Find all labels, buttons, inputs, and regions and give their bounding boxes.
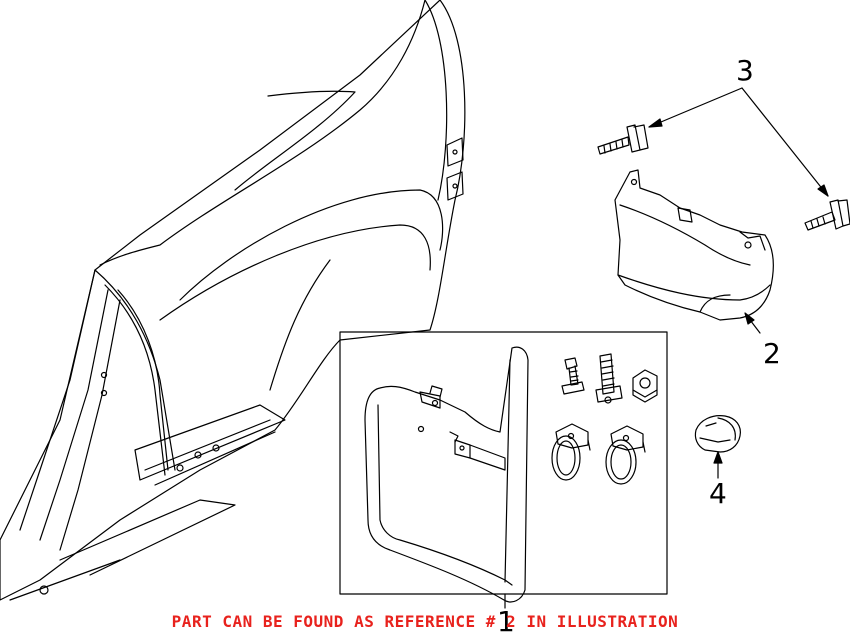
mud-flap xyxy=(364,346,529,603)
kit-nut xyxy=(632,369,658,403)
kit-screw-small xyxy=(561,357,585,395)
callout-number-4: 4 xyxy=(709,477,727,510)
kit-clamp-right xyxy=(605,425,646,485)
callout-number-1: 1 xyxy=(497,605,515,638)
reference-note: PART CAN BE FOUND AS REFERENCE # 2 IN IL… xyxy=(171,612,679,631)
callout-number-2: 2 xyxy=(763,337,781,370)
leader-arrowhead xyxy=(648,118,663,128)
quarter-panel xyxy=(0,0,466,601)
callout-number-3: 3 xyxy=(736,54,754,87)
leader-arrowhead xyxy=(817,184,829,197)
leader-arrowhead xyxy=(744,312,755,325)
retainer xyxy=(694,415,741,453)
splash-shield xyxy=(614,169,774,321)
kit-clamp-left xyxy=(551,423,591,481)
callout-3-leaders xyxy=(648,87,829,197)
leader-arrowhead xyxy=(713,451,723,464)
kit-box xyxy=(339,331,668,595)
bolt-upper xyxy=(597,124,649,155)
bolt-lower xyxy=(804,199,850,231)
kit-bolt-long xyxy=(595,353,623,404)
